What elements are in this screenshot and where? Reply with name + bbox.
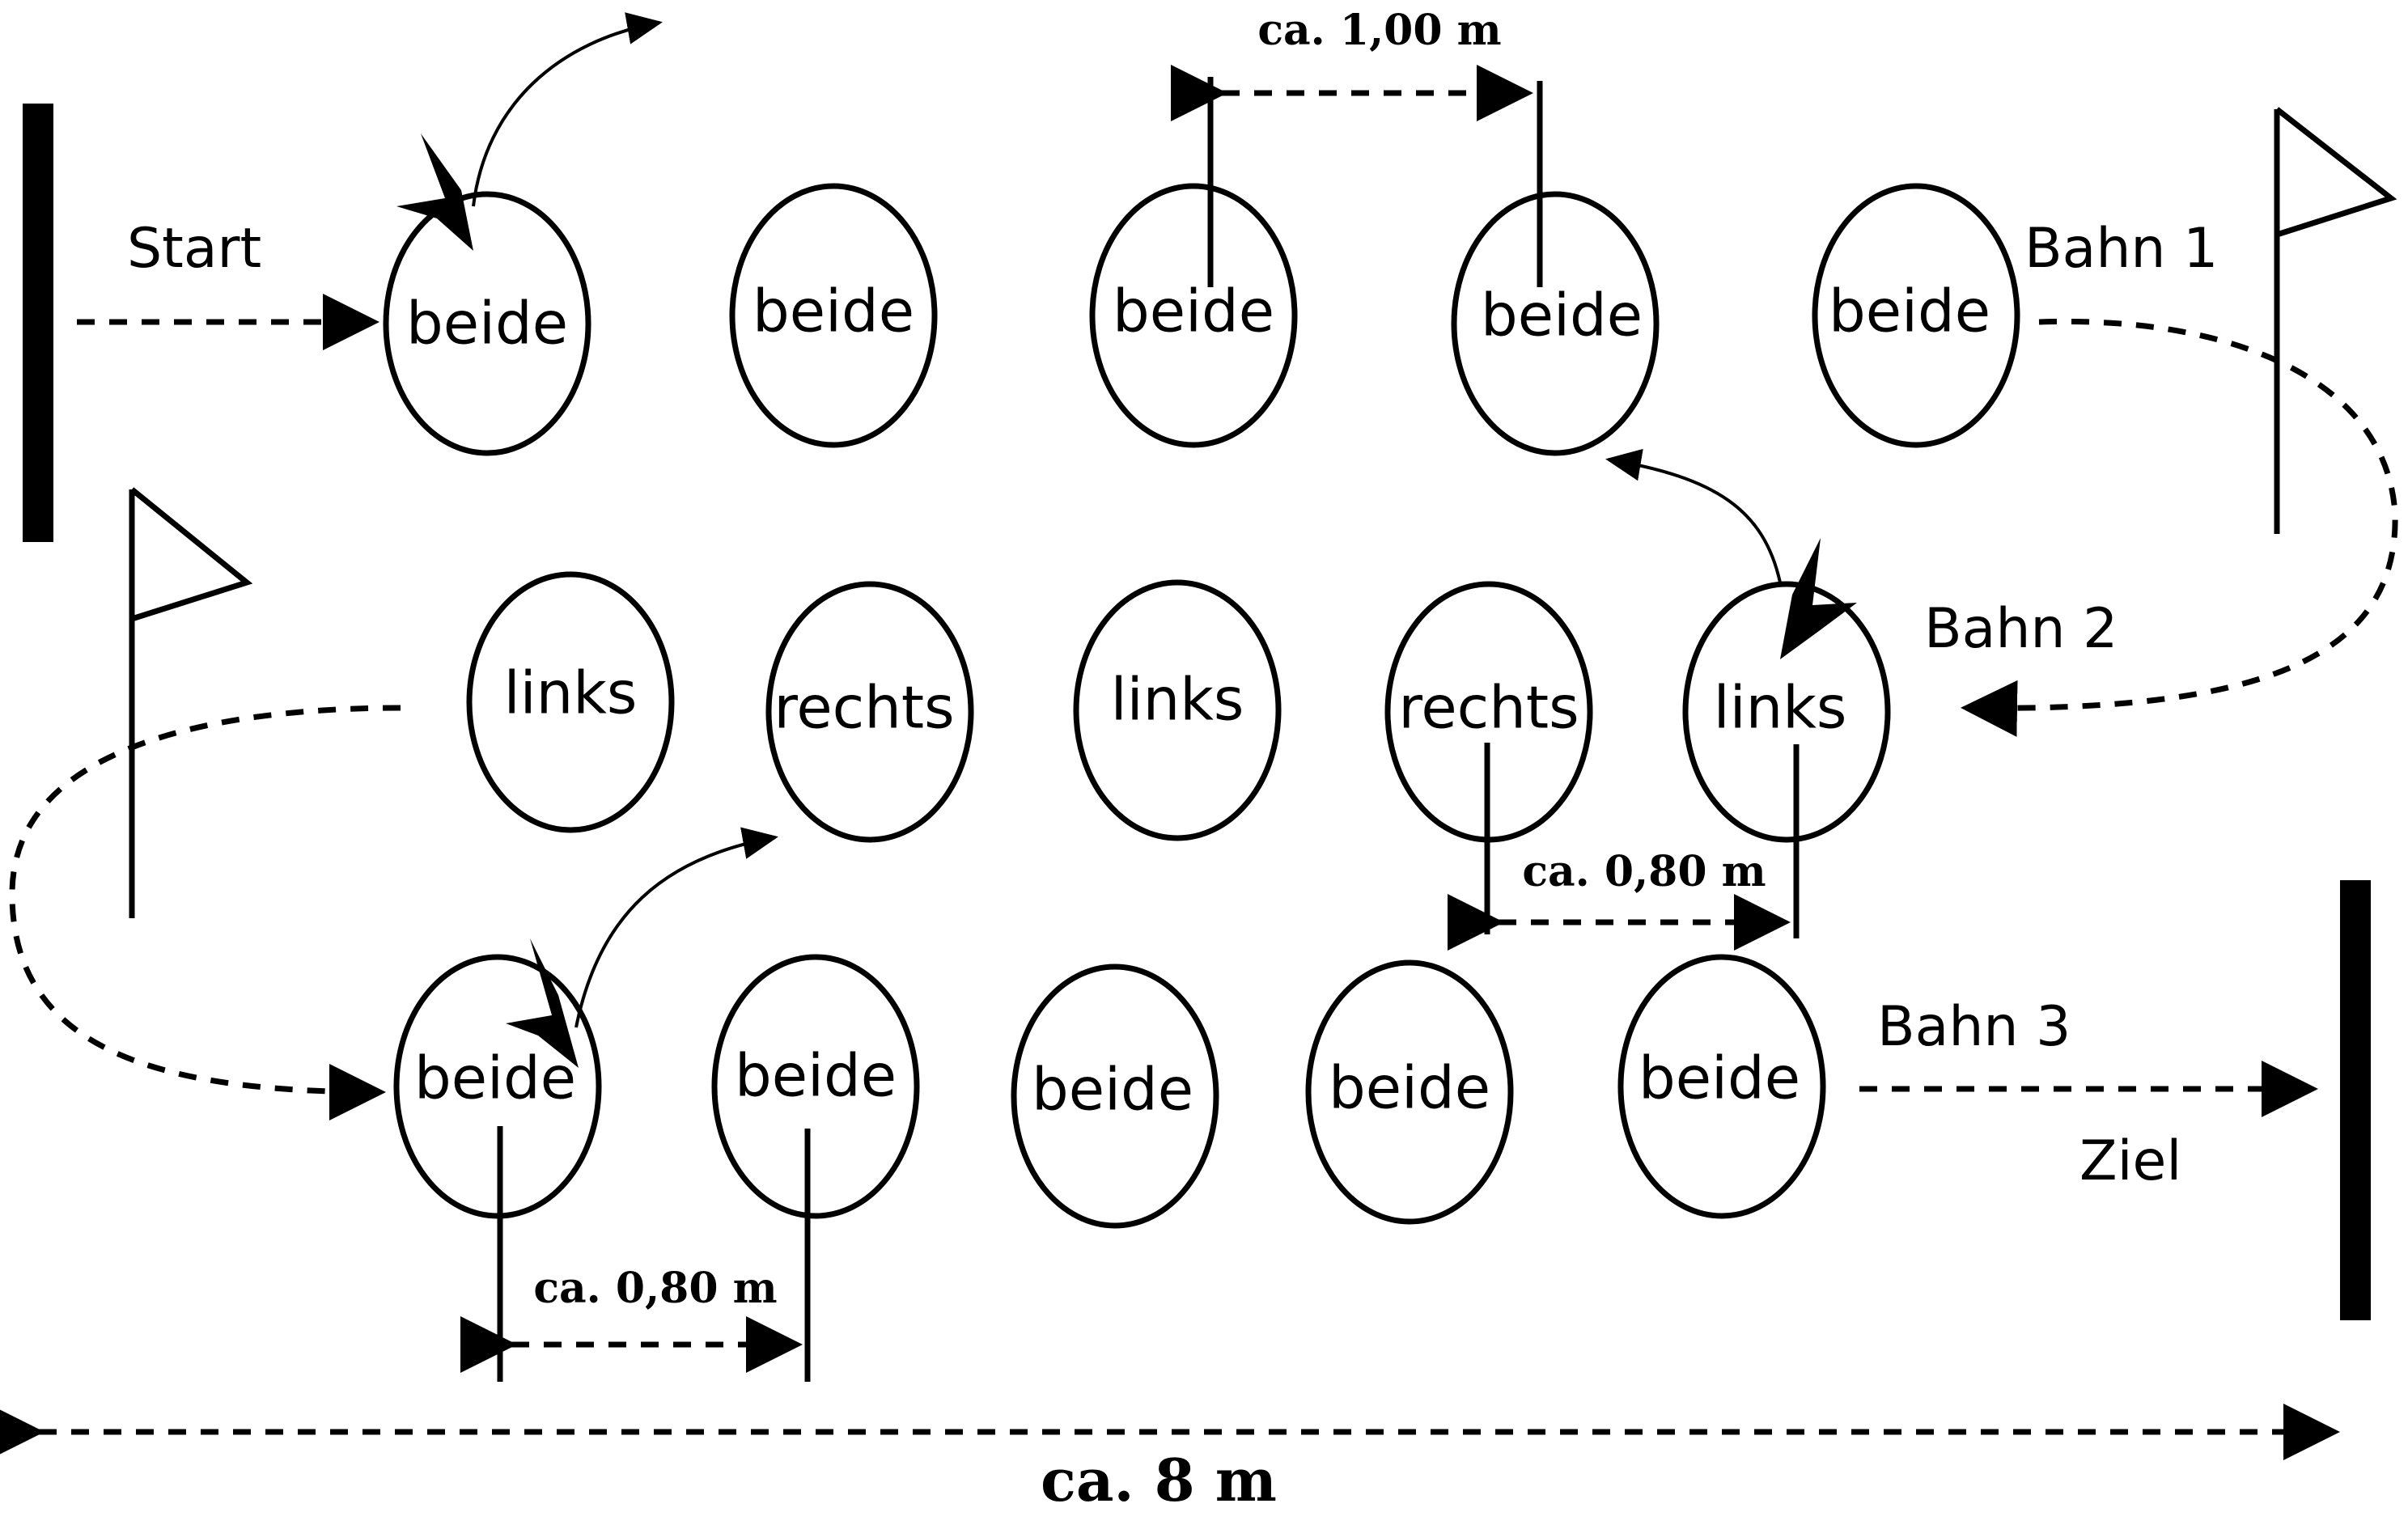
hoop-label: rechts <box>774 674 954 742</box>
jump-chevron-icon <box>1780 538 1857 659</box>
hoop-label: beide <box>1113 277 1274 345</box>
hoop <box>466 571 675 833</box>
throw-arrow-2 <box>1605 448 1782 583</box>
throw-arrow-1 <box>472 12 663 207</box>
hoop <box>1617 954 1826 1219</box>
hoop-label: rechts <box>1398 674 1579 742</box>
hoop-label: beide <box>735 1042 897 1110</box>
bottom-distance-label: ca. 0,80 m <box>533 1264 777 1313</box>
hoop-label: beide <box>414 1044 576 1112</box>
hoop-row-1 <box>383 183 2020 456</box>
turn-left-path <box>9 705 401 1120</box>
hoop-label: beide <box>1329 1054 1490 1122</box>
middle-distance-label: ca. 0,80 m <box>1522 847 1766 896</box>
finish-bar <box>2340 880 2371 1320</box>
hoop <box>729 183 938 448</box>
lane-3-label: Bahn 3 <box>1877 995 2071 1059</box>
jump-chevron-icon <box>506 938 579 1068</box>
throw-arrow-3 <box>574 827 778 1028</box>
hoop <box>765 581 974 843</box>
turn-right-path <box>1961 318 2398 737</box>
jump-markers <box>396 133 1857 1068</box>
hoop <box>383 191 591 456</box>
hoop-label: beide <box>1032 1056 1193 1124</box>
goal-label: Ziel <box>2079 1129 2181 1193</box>
hoop <box>1812 183 2020 448</box>
flag-left <box>129 487 253 918</box>
hoop <box>1451 191 1660 456</box>
hoop-label: beide <box>406 290 568 358</box>
dimension-arrows <box>0 65 2340 1460</box>
hoop-label: links <box>1714 674 1847 742</box>
hoop <box>1089 183 1298 448</box>
start-label: Start <box>127 217 261 281</box>
top-distance-label: ca. 1,00 m <box>1257 6 1501 55</box>
hoop-label: beide <box>1481 282 1643 349</box>
total-length-label: ca. 8 m <box>1041 1446 1277 1514</box>
start-bar <box>23 104 53 542</box>
hoop-label: links <box>504 659 638 727</box>
flag-right <box>2274 107 2397 534</box>
throw-arrows <box>472 12 1782 1028</box>
hoop <box>1682 581 1891 843</box>
course-path <box>9 294 2398 1120</box>
jump-chevron-icon <box>396 133 473 251</box>
lane-2-label: Bahn 2 <box>1924 597 2118 661</box>
lane-1-label: Bahn 1 <box>2024 217 2218 281</box>
hoop-label: beide <box>752 277 914 345</box>
hoop <box>1011 964 1219 1229</box>
hoop <box>1305 959 1514 1225</box>
hoop-label: links <box>1111 666 1244 734</box>
hoop <box>1073 579 1282 841</box>
hoop <box>711 954 920 1219</box>
hoop-label: beide <box>1639 1044 1800 1112</box>
hoop-label: beide <box>1829 277 1990 345</box>
